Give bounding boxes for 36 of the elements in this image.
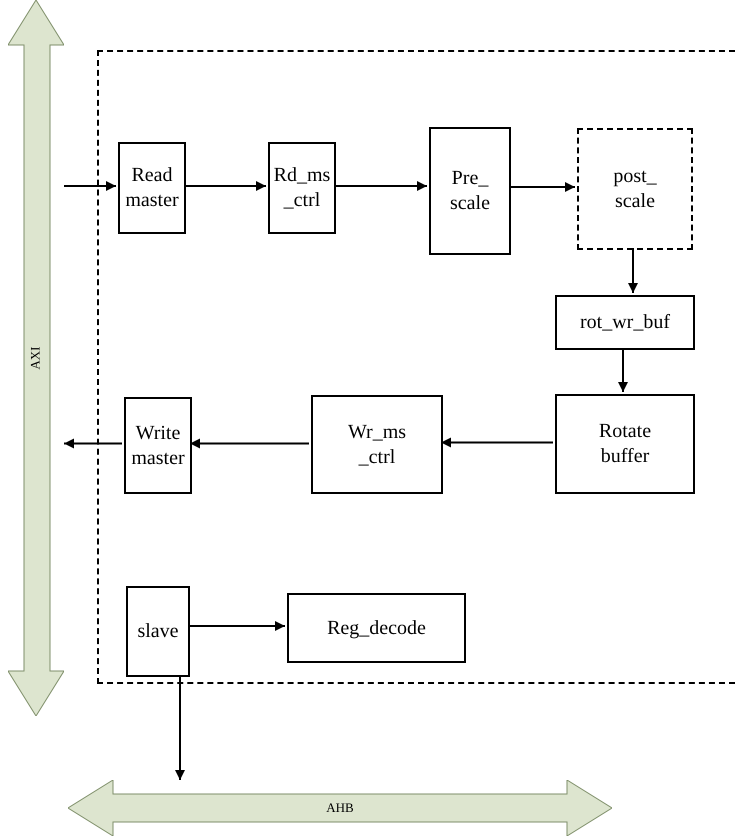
module-box xyxy=(555,394,695,494)
module-label: Wr_ms _ctrl xyxy=(346,420,408,470)
arrow xyxy=(184,181,266,191)
module-label: Rotate buffer xyxy=(598,419,652,469)
module-label: Read master xyxy=(124,163,180,213)
module-label: rot_wr_buf xyxy=(580,310,670,335)
module-label: slave xyxy=(137,619,179,644)
module-box xyxy=(429,127,511,255)
module-label: AHB xyxy=(326,800,354,816)
module-box xyxy=(555,295,695,350)
arrow xyxy=(175,675,185,780)
module-box xyxy=(311,395,443,494)
arrow xyxy=(64,438,122,448)
module-box xyxy=(126,586,190,677)
arrow xyxy=(190,438,309,448)
module-box xyxy=(268,142,336,234)
module-label: Write master xyxy=(130,420,186,470)
arrow xyxy=(64,181,116,191)
arrow xyxy=(441,438,553,448)
module-box xyxy=(118,142,186,234)
module-box xyxy=(287,593,466,663)
module-label: Rd_ms _ctrl xyxy=(272,163,332,213)
bus-double-arrow xyxy=(8,0,64,716)
arrow xyxy=(334,181,427,191)
arrow xyxy=(509,182,575,192)
module-label: post_ scale xyxy=(612,164,658,214)
module-label: Reg_decode xyxy=(327,616,426,640)
module-label: AXI xyxy=(28,346,44,370)
dashed-boundary xyxy=(97,50,735,684)
bus-double-arrow xyxy=(68,780,612,836)
module-label: Pre_ scale xyxy=(449,166,491,216)
arrow xyxy=(628,248,638,293)
module-box xyxy=(577,128,693,250)
arrow xyxy=(618,348,628,392)
module-box xyxy=(124,397,192,494)
arrow xyxy=(188,621,285,631)
